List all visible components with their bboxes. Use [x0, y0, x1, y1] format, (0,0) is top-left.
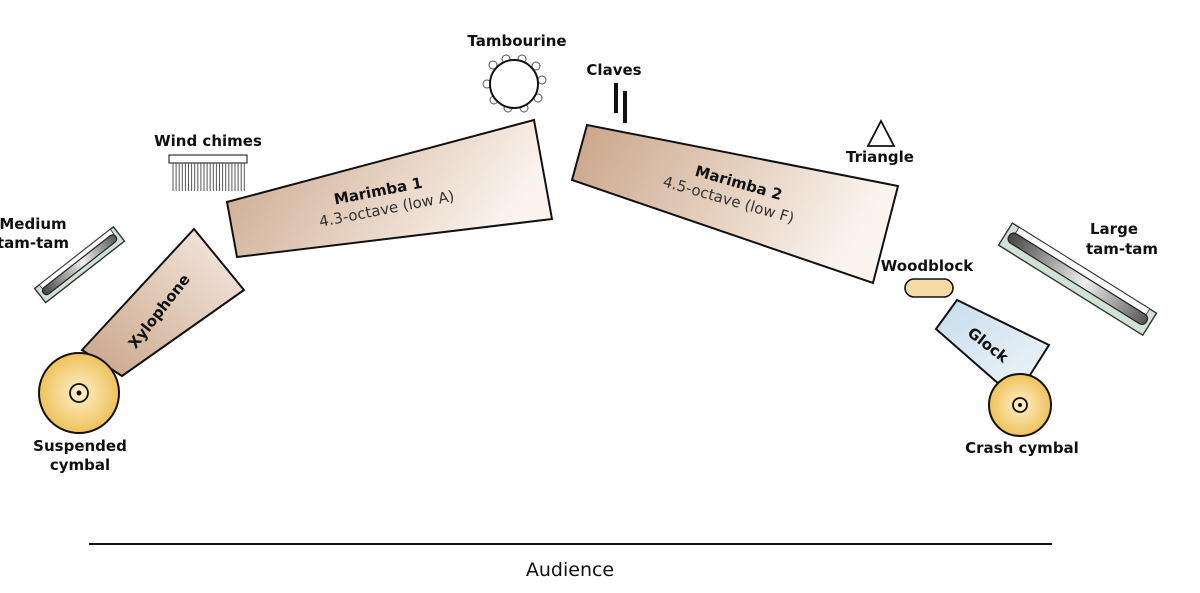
woodblock-icon [904, 278, 954, 298]
wind-chimes: Wind chimes [154, 132, 262, 191]
suspended-cymbal: Suspended cymbal [33, 352, 127, 474]
large-tam-tam-label-2: tam-tam [1086, 240, 1158, 258]
triangle-label: Triangle [846, 148, 914, 166]
crash-cymbal-label: Crash cymbal [965, 439, 1079, 457]
suspended-cymbal-label-2: cymbal [50, 456, 110, 474]
medium-tam-tam: Medium tam-tam [0, 215, 126, 304]
woodblock-label: Woodblock [881, 257, 974, 275]
marimba-1: Marimba 1 4.3-octave (low A) [225, 118, 554, 259]
tambourine-icon [482, 54, 547, 113]
medium-tam-tam-icon [33, 225, 126, 304]
claves-label: Claves [586, 61, 641, 79]
suspended-cymbal-icon [38, 352, 120, 434]
marimba-2: Marimba 2 4.5-octave (low F) [570, 123, 900, 285]
tambourine: Tambourine [467, 32, 567, 113]
crash-cymbal-icon [988, 373, 1052, 437]
marimba-1-shape [225, 118, 554, 259]
large-tam-tam: Large tam-tam [997, 220, 1158, 337]
medium-tam-tam-label-1: Medium [0, 215, 67, 233]
claves-icon [614, 83, 627, 123]
large-tam-tam-icon [997, 222, 1158, 337]
marimba-2-shape [570, 123, 900, 285]
medium-tam-tam-label-2: tam-tam [0, 234, 69, 252]
suspended-cymbal-label-1: Suspended [33, 437, 127, 455]
woodblock: Woodblock [881, 257, 974, 298]
triangle-icon [866, 119, 896, 147]
wind-chimes-label: Wind chimes [154, 132, 262, 150]
audience-label: Audience [526, 559, 614, 581]
claves: Claves [586, 61, 642, 123]
crash-cymbal: Crash cymbal [965, 373, 1079, 457]
triangle: Triangle [846, 119, 914, 166]
wind-chimes-icon [168, 154, 248, 191]
tambourine-label: Tambourine [467, 32, 566, 50]
large-tam-tam-label-1: Large [1090, 220, 1138, 238]
glock: Glock [934, 298, 1051, 387]
